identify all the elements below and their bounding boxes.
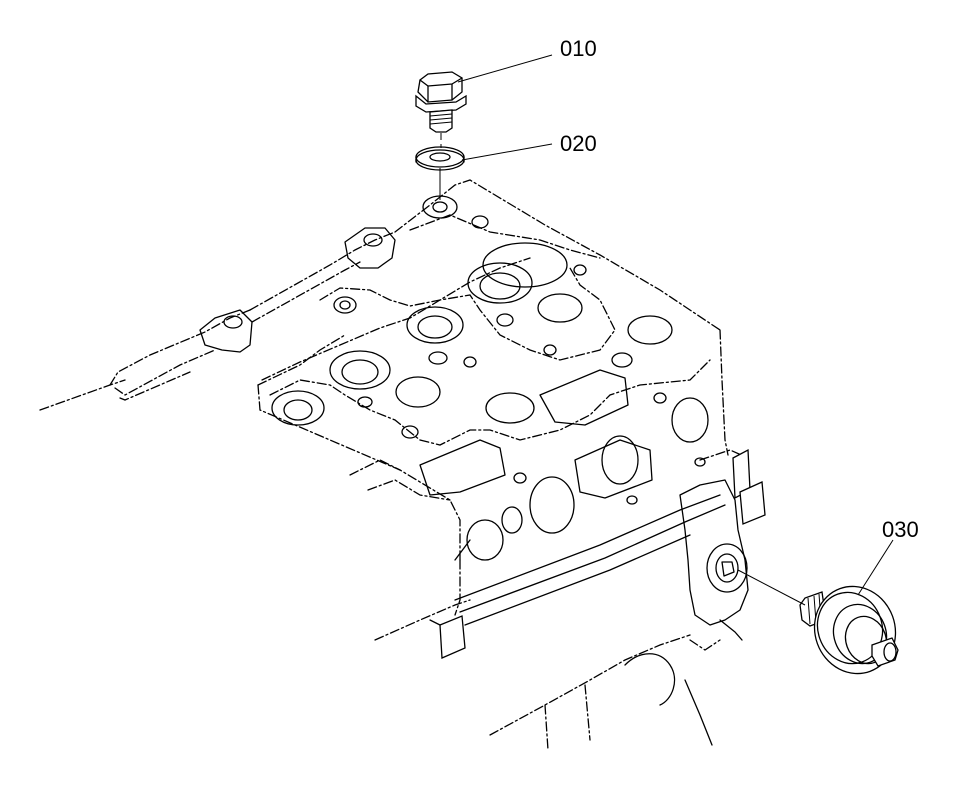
leader-line-010 [457,54,553,83]
bolt-hole [422,195,458,219]
callout-020: 020 [461,131,597,161]
cylinder-head-block [39,179,766,751]
leader-line-020 [461,143,553,161]
callout-010: 010 [457,36,597,83]
sensor-030 [737,569,899,675]
washer-020 [415,146,465,200]
callout-label-030: 030 [882,517,919,542]
bolt-010 [415,71,467,148]
leader-line-030 [857,539,894,596]
callout-label-020: 020 [560,131,597,156]
callout-030: 030 [857,517,919,596]
callout-label-010: 010 [560,36,597,61]
